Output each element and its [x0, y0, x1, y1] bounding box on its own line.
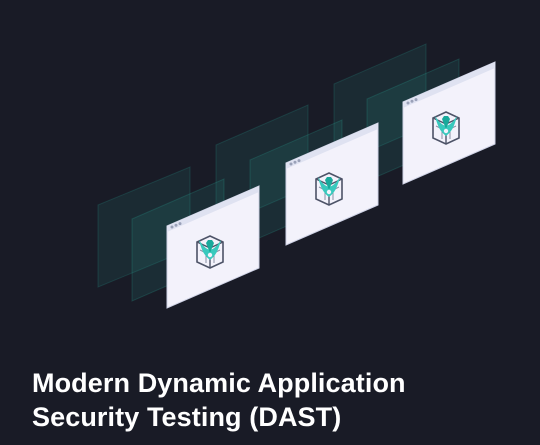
- page-title: Modern Dynamic Application Security Test…: [32, 366, 512, 434]
- page-title-line-1: Modern Dynamic Application: [32, 368, 406, 398]
- page-title-line-2: Security Testing (DAST): [32, 402, 342, 432]
- browser-windows-illustration: [97, 43, 496, 309]
